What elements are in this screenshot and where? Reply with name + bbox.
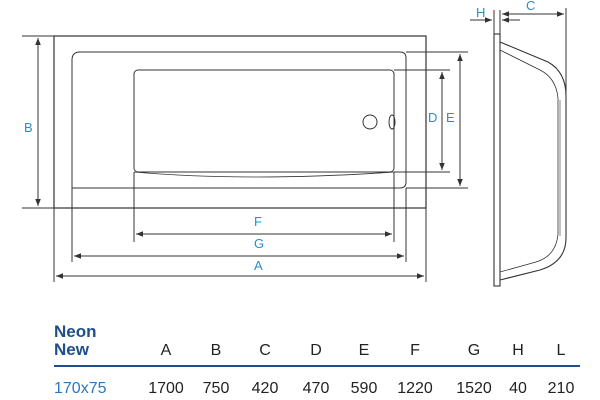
tub-basin <box>133 69 395 173</box>
tub-inner-rim <box>71 51 407 189</box>
table-divider <box>54 365 580 367</box>
dim-label-c: C <box>526 0 535 13</box>
header-l: L <box>556 342 566 359</box>
value-c: 420 <box>251 380 279 397</box>
dim-label-g: G <box>254 236 264 251</box>
value-b: 750 <box>202 380 230 397</box>
side-shell-inner <box>499 49 559 273</box>
header-d: D <box>310 342 322 359</box>
dim-label-a: A <box>254 258 263 273</box>
value-l: 210 <box>547 380 575 397</box>
row-model: 170x75 <box>54 380 107 397</box>
value-f: 1220 <box>397 380 433 397</box>
value-d: 470 <box>302 380 330 397</box>
dim-d <box>394 69 450 173</box>
dim-label-e: E <box>446 110 455 125</box>
spec-table: Neon New A B C D E F G H L 170x75 1700 7… <box>0 318 600 400</box>
overflow-icon <box>388 114 396 130</box>
header-a: A <box>160 342 172 359</box>
dim-label-b: B <box>24 120 33 135</box>
value-g: 1520 <box>456 380 492 397</box>
tub-outer-rim <box>53 35 427 209</box>
side-view <box>493 33 567 287</box>
dim-e <box>406 51 468 189</box>
header-b: B <box>210 342 222 359</box>
dim-label-d: D <box>428 110 437 125</box>
dim-c <box>502 8 567 96</box>
dim-f <box>133 172 395 242</box>
side-shell-outer <box>499 41 567 281</box>
product-name-line1: Neon <box>54 322 97 341</box>
dim-b <box>22 35 54 209</box>
header-f: F <box>410 342 420 359</box>
value-e: 590 <box>350 380 378 397</box>
dim-g <box>71 188 407 262</box>
header-e: E <box>358 342 370 359</box>
value-h: 40 <box>509 380 527 397</box>
dim-label-f: F <box>254 214 262 229</box>
product-name: Neon New <box>54 323 97 359</box>
dim-label-h: H <box>476 5 485 20</box>
drain-icon <box>362 114 378 130</box>
dim-h <box>470 10 520 34</box>
dim-a <box>53 208 427 282</box>
header-c: C <box>259 342 271 359</box>
side-rim <box>493 33 501 287</box>
header-g: G <box>467 342 481 359</box>
top-view <box>53 35 427 209</box>
header-h: H <box>512 342 524 359</box>
product-name-line2: New <box>54 340 89 359</box>
value-a: 1700 <box>148 380 184 397</box>
basin-bottom-curve <box>133 171 395 178</box>
